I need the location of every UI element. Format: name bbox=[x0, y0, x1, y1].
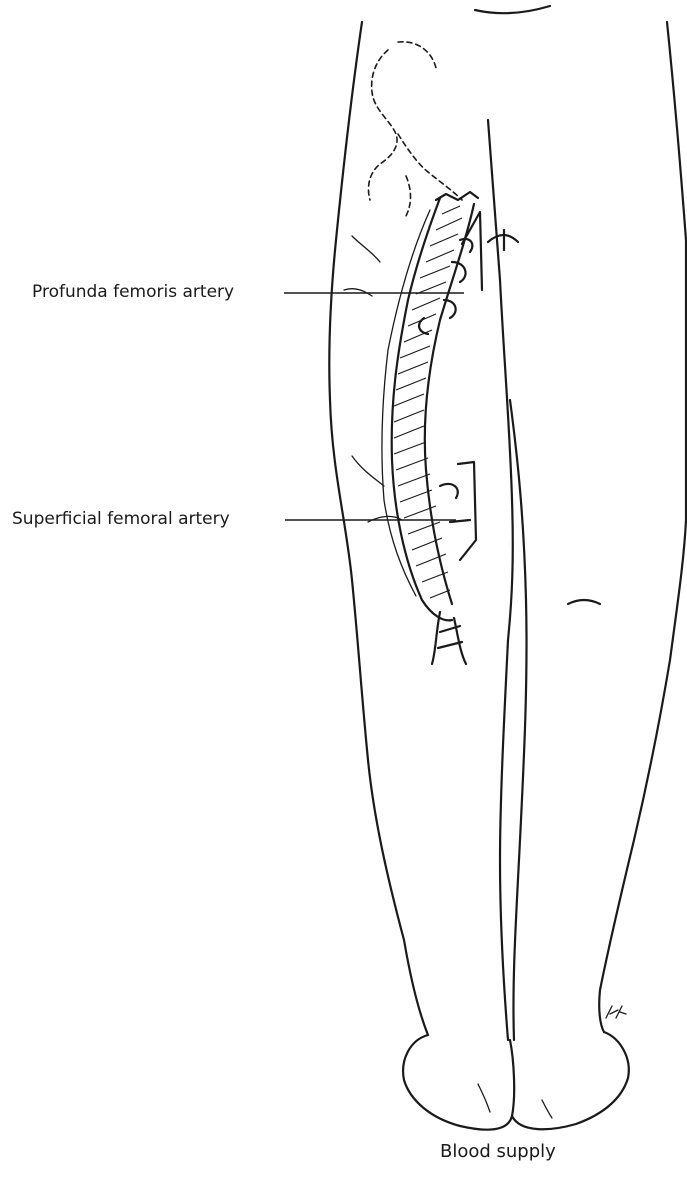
artist-initials bbox=[606, 1006, 626, 1018]
figure-caption: Blood supply bbox=[440, 1143, 556, 1161]
pelvis-dashed-outline bbox=[368, 42, 462, 216]
artery-hatching bbox=[394, 206, 462, 598]
right-leg-outline bbox=[599, 22, 686, 1032]
right-foot-detail bbox=[542, 1100, 552, 1118]
superficial-femoral-label: Superficial femoral artery bbox=[12, 511, 230, 528]
artery-band-outline bbox=[392, 198, 452, 620]
profunda-femoris-label: Profunda femoris artery bbox=[32, 284, 234, 301]
left-foot-detail bbox=[478, 1084, 490, 1112]
artery-band-outer-edge bbox=[382, 210, 430, 596]
inner-thigh-line bbox=[488, 120, 513, 1040]
artery-band-inner bbox=[425, 204, 474, 604]
left-foot bbox=[403, 1035, 514, 1130]
left-leg-outline bbox=[329, 22, 428, 1035]
knee-crease bbox=[568, 600, 600, 604]
right-foot bbox=[512, 1032, 629, 1129]
buttock-curve bbox=[475, 6, 550, 13]
